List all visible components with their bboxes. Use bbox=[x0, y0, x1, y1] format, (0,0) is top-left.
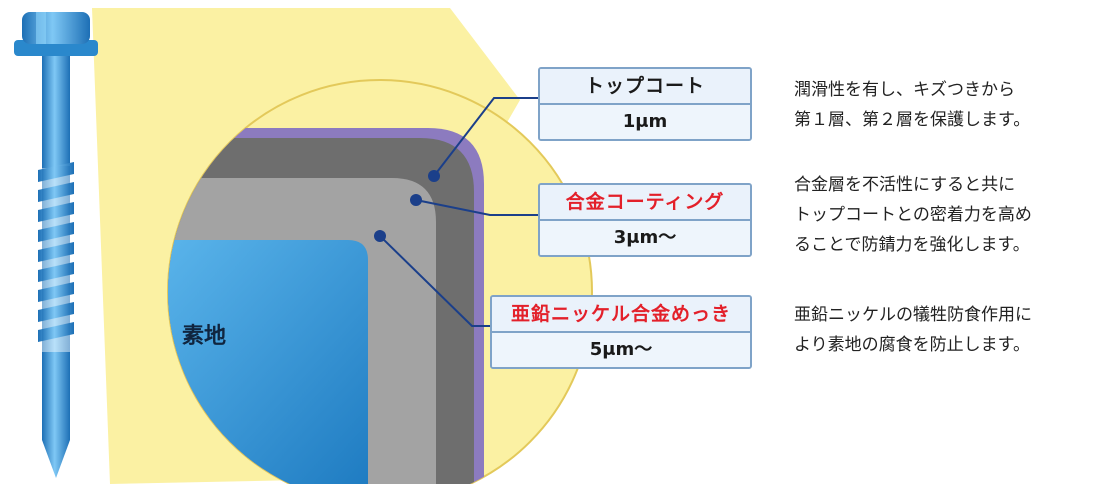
alloy-coating-name: 合金コーティング bbox=[540, 185, 750, 221]
alloy-coating-callout: 合金コーティング 3μm〜 bbox=[538, 183, 752, 257]
top-coat-description: 潤滑性を有し、キズつきから 第１層、第２層を保護します。 bbox=[794, 75, 1094, 135]
alloy-coating-thickness: 3μm〜 bbox=[540, 221, 750, 255]
substrate-label: 素地 bbox=[182, 324, 227, 349]
description-line: ることで防錆力を強化します。 bbox=[794, 235, 1030, 255]
description-line: より素地の腐食を防止します。 bbox=[794, 335, 1030, 355]
zinc-nickel-name: 亜鉛ニッケル合金めっき bbox=[492, 297, 750, 333]
zinc-nickel-callout: 亜鉛ニッケル合金めっき 5μm〜 bbox=[490, 295, 752, 369]
description-line: 第１層、第２層を保護します。 bbox=[794, 110, 1031, 130]
zinc-nickel-thickness: 5μm〜 bbox=[492, 333, 750, 367]
zinc-nickel-description: 亜鉛ニッケルの犠牲防食作用に より素地の腐食を防止します。 bbox=[794, 300, 1094, 360]
top-coat-marker bbox=[428, 170, 440, 182]
leader-lines bbox=[379, 97, 538, 327]
screw-illustration bbox=[14, 12, 98, 478]
zinc-nickel-marker bbox=[374, 230, 386, 242]
top-coat-thickness: 1μm bbox=[540, 105, 750, 139]
alloy-coating-description: 合金層を不活性にすると共に トップコートとの密着力を高め ることで防錆力を強化し… bbox=[794, 170, 1094, 260]
top-coat-name: トップコート bbox=[540, 69, 750, 105]
top-coat-callout: トップコート 1μm bbox=[538, 67, 752, 141]
description-line: 亜鉛ニッケルの犠牲防食作用に bbox=[794, 305, 1032, 325]
description-line: トップコートとの密着力を高め bbox=[794, 205, 1032, 225]
description-line: 潤滑性を有し、キズつきから bbox=[794, 80, 1015, 100]
alloy-coating-marker bbox=[410, 194, 422, 206]
description-line: 合金層を不活性にすると共に bbox=[794, 175, 1016, 195]
